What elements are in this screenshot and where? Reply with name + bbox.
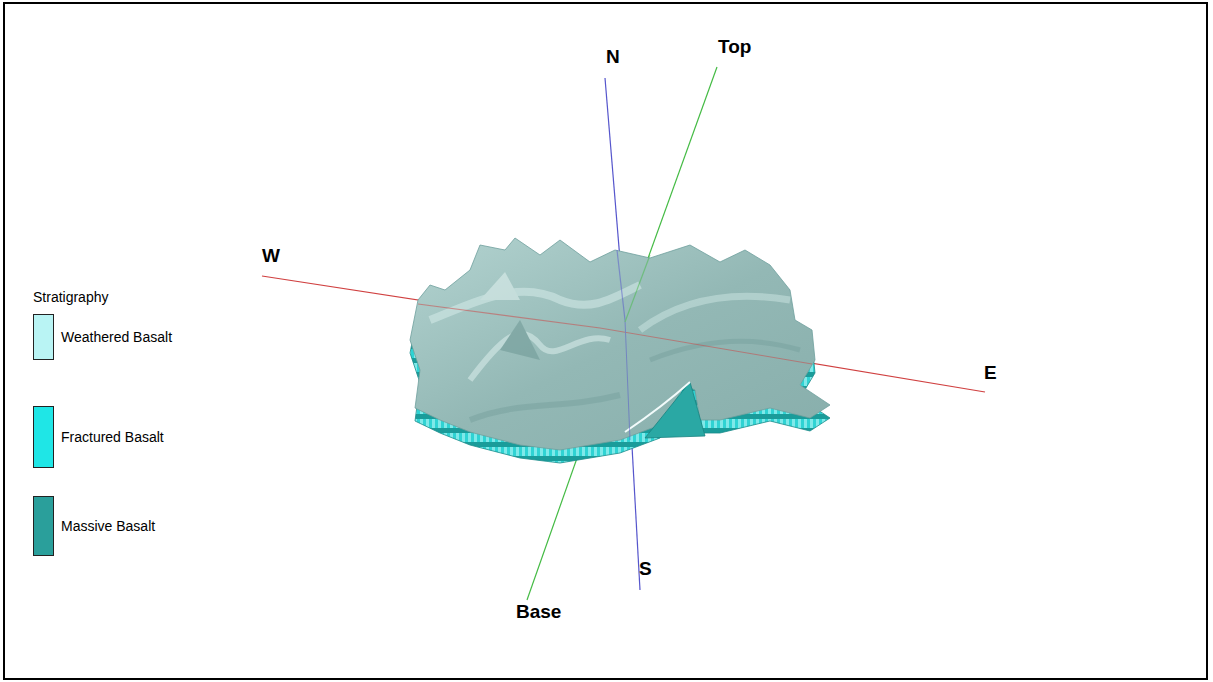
axis-label: S (639, 558, 652, 580)
cut-edge (625, 382, 690, 432)
axis-label: E (984, 362, 997, 384)
legend-swatch (33, 406, 54, 468)
model-top-surface (410, 238, 830, 450)
axis-label: Top (718, 36, 751, 58)
axis-label: W (262, 245, 280, 267)
axes-over-model (418, 250, 812, 440)
legend-swatch (33, 314, 54, 360)
axis-label: Base (516, 601, 561, 623)
axis-label: N (606, 46, 620, 68)
legend-label: Fractured Basalt (61, 429, 164, 445)
legend-label: Weathered Basalt (61, 329, 172, 345)
legend-title: Stratigraphy (33, 289, 108, 305)
exposed-massive-face (645, 382, 705, 438)
surface-relief (430, 272, 800, 420)
frame (4, 3, 1207, 679)
legend-label: Massive Basalt (61, 518, 155, 534)
legend-swatch (33, 496, 54, 556)
